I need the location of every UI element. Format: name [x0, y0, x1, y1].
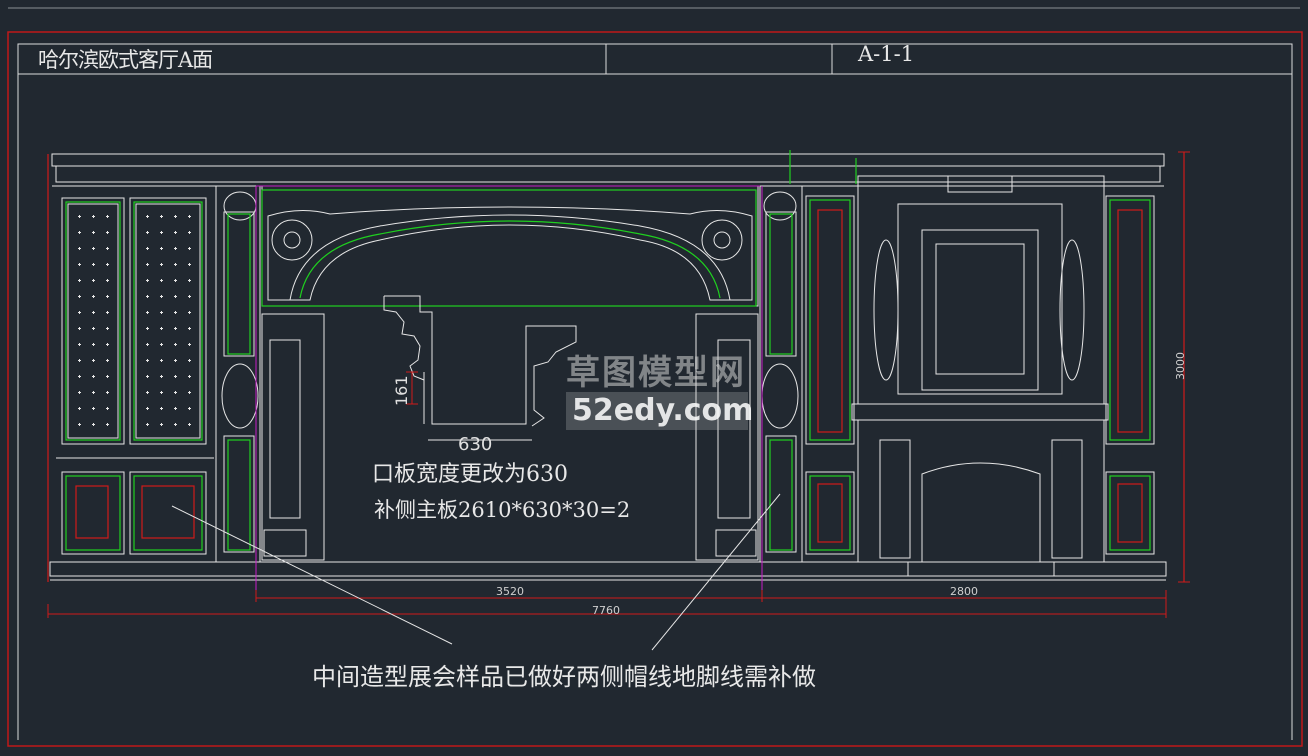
- profile-dims: [406, 371, 418, 405]
- sheet-number: A-1-1: [858, 42, 915, 66]
- drawing-title: 哈尔滨欧式客厅A面: [38, 48, 213, 72]
- sheet-border: [7, 31, 1303, 747]
- dim-left-section: 3520: [496, 585, 524, 598]
- red-outlines: [47, 152, 1185, 582]
- dimension-lines: [47, 151, 1190, 618]
- leader-lines: [171, 493, 781, 651]
- watermark-url: 52edy.com: [566, 392, 753, 430]
- magenta-outlines: [255, 185, 763, 600]
- watermark-text: 草图模型网: [566, 353, 746, 393]
- moulding-profile: [383, 295, 577, 441]
- note-sample: 中间造型展会样品已做好两侧帽线地脚线需补做: [312, 663, 816, 691]
- panel-pattern: [78, 215, 191, 426]
- profile-width-dim: 630: [458, 434, 493, 455]
- title-block: [17, 43, 1293, 740]
- profile-height-dim: 161: [392, 375, 411, 406]
- dim-right-section: 2800: [950, 585, 978, 598]
- note-side-board: 补侧主板2610*630*30=2: [374, 498, 631, 522]
- dim-height: 3000: [1174, 352, 1187, 380]
- note-panel-width: 口板宽度更改为630: [372, 462, 568, 487]
- wall-elevation: [49, 153, 1167, 581]
- dim-total-width: 7760: [592, 604, 620, 617]
- green-outlines: [65, 150, 1151, 551]
